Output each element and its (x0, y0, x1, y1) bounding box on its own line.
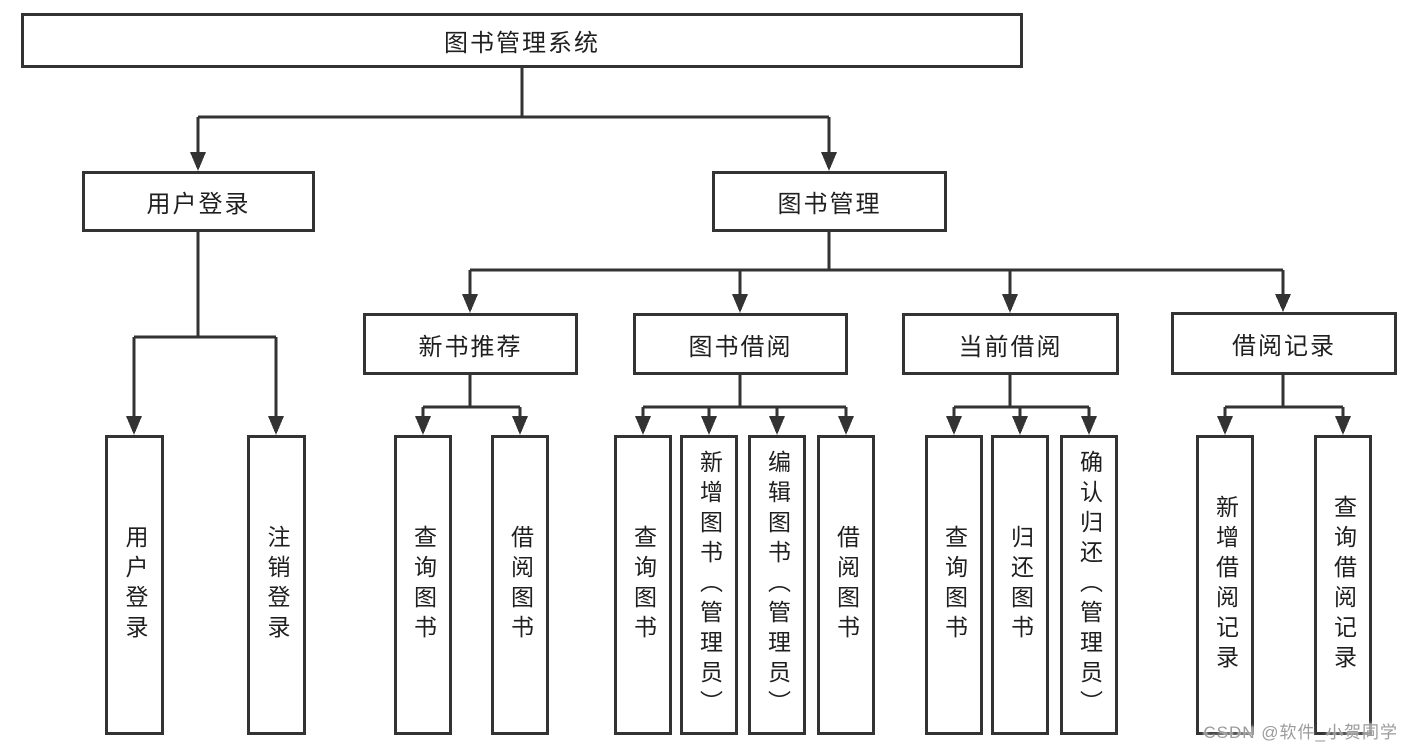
arrowhead-down-icon (946, 416, 962, 435)
leaf-rec-borrow-book: 借阅图书 (491, 435, 549, 735)
connector-line (132, 232, 278, 418)
node-book-management-label: 图书管理 (777, 191, 882, 218)
arrowhead-down-icon (190, 152, 206, 171)
arrowhead-down-icon (126, 416, 142, 435)
node-root: 图书管理系统 (21, 13, 1023, 68)
leaf-bb-edit-book: 编辑图书（管理员） (748, 435, 806, 735)
arrowhead-down-icon (769, 416, 785, 435)
leaf-rec-query-book-label: 查询图书 (410, 525, 437, 645)
node-new-book-recommendation: 新书推荐 (363, 313, 578, 375)
connector-line (952, 375, 1091, 418)
node-root-label: 图书管理系统 (444, 30, 600, 57)
leaf-br-query-record: 查询借阅记录 (1314, 435, 1372, 735)
connector-line (1223, 375, 1345, 418)
arrowhead-down-icon (838, 416, 854, 435)
connector-line (196, 68, 831, 154)
leaf-cb-query-book-label: 查询图书 (941, 525, 968, 645)
node-borrowing-records-label: 借阅记录 (1232, 333, 1336, 360)
leaf-bb-edit-book-label: 编辑图书（管理员） (764, 450, 791, 720)
leaf-user-login-label: 用户登录 (122, 525, 148, 645)
node-current-borrowing-label: 当前借阅 (958, 333, 1063, 361)
arrowhead-down-icon (512, 416, 528, 435)
leaf-logout: 注销登录 (247, 435, 306, 735)
leaf-rec-query-book: 查询图书 (394, 435, 452, 735)
connector-line (641, 375, 848, 418)
arrowhead-down-icon (462, 294, 478, 313)
node-user-login: 用户登录 (82, 171, 315, 232)
arrowhead-down-icon (732, 294, 748, 313)
arrowhead-down-icon (701, 416, 717, 435)
arrowhead-down-icon (268, 416, 284, 435)
node-book-borrowing-label: 图书借阅 (688, 333, 793, 361)
arrowhead-down-icon (1335, 416, 1351, 435)
leaf-cb-confirm-return: 确认归还（管理员） (1060, 435, 1118, 735)
watermark-text: CSDN @软件_小贺同学 (1203, 723, 1398, 742)
arrowhead-down-icon (1217, 416, 1233, 435)
node-borrowing-records: 借阅记录 (1171, 312, 1397, 375)
leaf-user-login: 用户登录 (105, 435, 164, 735)
leaf-br-add-record-label: 新增借阅记录 (1212, 495, 1239, 675)
leaf-cb-return-book-label: 归还图书 (1007, 525, 1034, 645)
leaf-br-add-record: 新增借阅记录 (1196, 435, 1254, 735)
arrowhead-down-icon (1275, 294, 1291, 312)
connector-line (468, 232, 1285, 296)
leaf-logout-label: 注销登录 (264, 525, 290, 645)
arrowhead-down-icon (415, 416, 431, 435)
leaf-bb-add-book: 新增图书（管理员） (680, 435, 738, 735)
leaf-br-query-record-label: 查询借阅记录 (1330, 495, 1357, 675)
leaf-bb-query-book: 查询图书 (614, 435, 672, 735)
arrowhead-down-icon (635, 416, 651, 435)
leaf-bb-borrow-book-label: 借阅图书 (833, 525, 860, 645)
leaf-rec-borrow-book-label: 借阅图书 (507, 525, 534, 645)
node-book-management: 图书管理 (712, 171, 947, 232)
leaf-bb-add-book-label: 新增图书（管理员） (696, 450, 723, 720)
leaf-cb-return-book: 归还图书 (991, 435, 1049, 735)
leaf-cb-query-book: 查询图书 (925, 435, 983, 735)
connector-line (421, 375, 522, 418)
arrowhead-down-icon (1012, 416, 1028, 435)
node-book-borrowing: 图书借阅 (633, 313, 848, 375)
leaf-bb-borrow-book: 借阅图书 (817, 435, 875, 735)
node-new-book-recommendation-label: 新书推荐 (418, 333, 523, 361)
arrowhead-down-icon (1081, 416, 1097, 435)
node-user-login-label: 用户登录 (146, 191, 251, 218)
arrowhead-down-icon (821, 152, 837, 171)
leaf-bb-query-book-label: 查询图书 (630, 525, 657, 645)
arrowhead-down-icon (1002, 294, 1018, 313)
node-current-borrowing: 当前借阅 (902, 313, 1119, 375)
leaf-cb-confirm-return-label: 确认归还（管理员） (1076, 450, 1103, 720)
